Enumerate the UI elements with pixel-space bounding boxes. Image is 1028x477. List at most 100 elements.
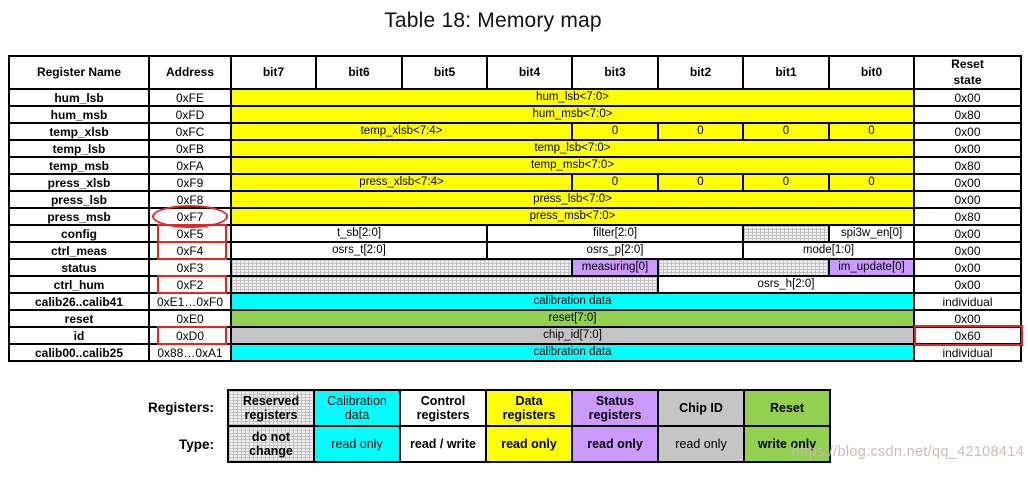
reset-state-cell: individual <box>913 292 1022 312</box>
bit-field-cell: 0 <box>657 173 744 193</box>
register-name-cell: temp_msb <box>8 156 150 176</box>
reset-state-cell: 0x00 <box>913 88 1022 108</box>
red-rect-annotation <box>914 325 1023 347</box>
column-header: bit5 <box>401 54 488 91</box>
register-name-cell: press_lsb <box>8 190 150 210</box>
legend-type-cell: read only <box>571 425 659 463</box>
address-cell: 0xD0 <box>148 326 232 346</box>
register-name-cell: calib00..calib25 <box>8 343 150 363</box>
column-header: bit0 <box>828 54 915 91</box>
bit-field-cell: 0 <box>828 122 915 142</box>
register-name-cell: hum_lsb <box>8 88 150 108</box>
register-name-cell: temp_xlsb <box>8 122 150 142</box>
reset-state-cell: 0x80 <box>913 156 1022 176</box>
legend-type-cell: read / write <box>399 425 487 463</box>
legend-type-cell: read only <box>313 425 401 463</box>
column-header: bit1 <box>742 54 830 91</box>
column-header: Reset state <box>913 54 1022 91</box>
address-cell: 0xF9 <box>148 173 232 193</box>
bit-field-cell: calibration data <box>230 343 915 363</box>
bit-field-cell: osrs_t[2:0] <box>230 241 488 261</box>
register-name-cell: id <box>8 326 150 346</box>
legend-register-cell: Status registers <box>571 389 659 427</box>
register-name-cell: ctrl_meas <box>8 241 150 261</box>
address-cell: 0xF8 <box>148 190 232 210</box>
table-title: Table 18: Memory map <box>384 9 602 32</box>
address-cell: 0xF4 <box>148 241 232 261</box>
register-name-cell: status <box>8 258 150 278</box>
legend-labels: Registers: Type: <box>8 389 220 463</box>
column-header: bit4 <box>486 54 573 91</box>
red-rect-annotation <box>157 241 227 261</box>
reset-state-cell: individual <box>913 343 1022 363</box>
address-cell: 0xFB <box>148 139 232 159</box>
bit-field-cell <box>742 224 830 244</box>
address-cell: 0xF5 <box>148 224 232 244</box>
bit-field-cell: mode[1:0] <box>742 241 915 261</box>
address-cell: 0xE0 <box>148 309 232 329</box>
legend-type-cell: do not change <box>227 425 315 463</box>
column-header: Address <box>148 54 232 91</box>
reset-state-cell: 0x00 <box>913 224 1022 244</box>
bit-field-cell: filter[2:0] <box>486 224 744 244</box>
legend-registers-label: Registers: <box>147 400 214 415</box>
address-cell: 0xF2 <box>148 275 232 295</box>
register-name-cell: calib26..calib41 <box>8 292 150 312</box>
red-rect-annotation <box>157 224 227 244</box>
reset-state-cell: 0x00 <box>913 275 1022 295</box>
address-cell: 0xFA <box>148 156 232 176</box>
reset-state-cell: 0x80 <box>913 105 1022 125</box>
reset-state-cell: 0x00 <box>913 309 1022 329</box>
address-cell: 0x88…0xA1 <box>148 343 232 363</box>
bit-field-cell: t_sb[2:0] <box>230 224 488 244</box>
address-cell: 0xFC <box>148 122 232 142</box>
bit-field-cell: 0 <box>828 173 915 193</box>
legend-type-cell: read only <box>485 425 573 463</box>
legend-register-cell: Data registers <box>485 389 573 427</box>
bit-field-cell <box>657 258 830 278</box>
red-rect-annotation <box>157 275 227 295</box>
address-cell: 0xE1…0xF0 <box>148 292 232 312</box>
bit-field-cell: temp_lsb<7:0> <box>230 139 915 159</box>
column-header: bit6 <box>315 54 403 91</box>
bit-field-cell: osrs_h[2:0] <box>657 275 915 295</box>
bit-field-cell: hum_msb<7:0> <box>230 105 915 125</box>
legend-register-cell: Reset <box>743 389 831 427</box>
bit-field-cell: press_lsb<7:0> <box>230 190 915 210</box>
column-header: bit2 <box>657 54 744 91</box>
red-rect-annotation <box>157 326 227 346</box>
reset-state-cell: 0x00 <box>913 258 1022 278</box>
register-name-cell: press_xlsb <box>8 173 150 193</box>
legend-register-cell: Calibration data <box>313 389 401 427</box>
bit-field-cell: 0 <box>571 122 659 142</box>
bit-field-cell: im_update[0] <box>828 258 915 278</box>
bit-field-cell: reset[7:0] <box>230 309 915 329</box>
bit-field-cell <box>230 258 573 278</box>
column-header: bit7 <box>230 54 317 91</box>
watermark-url: https://blog.csdn.net/qq_42108414 <box>791 444 1024 460</box>
register-name-cell: hum_msb <box>8 105 150 125</box>
legend-type-label: Type: <box>178 437 214 452</box>
register-name-cell: reset <box>8 309 150 329</box>
address-cell: 0xF3 <box>148 258 232 278</box>
bit-field-cell: 0 <box>657 122 744 142</box>
bit-field-cell: temp_xlsb<7:4> <box>230 122 573 142</box>
register-name-cell: press_msb <box>8 207 150 227</box>
reset-state-cell: 0x00 <box>913 122 1022 142</box>
bit-field-cell: 0 <box>742 173 830 193</box>
legend-type-cell: read only <box>657 425 745 463</box>
